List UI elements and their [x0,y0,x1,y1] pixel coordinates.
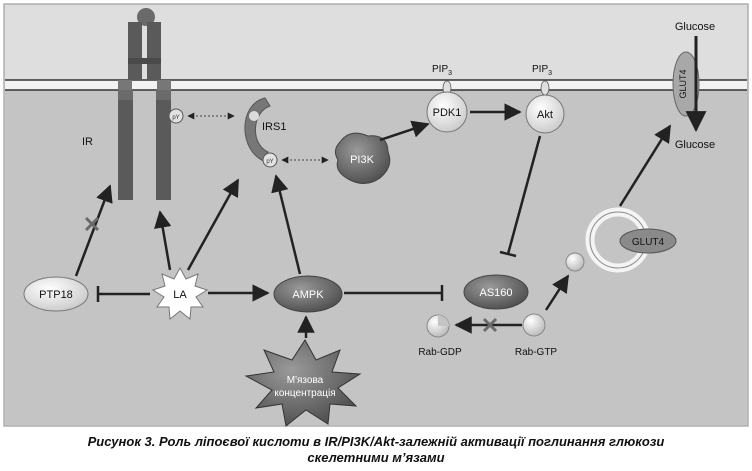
rab-on-vesicle [565,252,585,272]
glucose-top-label: Glucose [675,21,715,33]
ptp18-label: PTP18 [39,289,73,301]
la-node [151,266,209,320]
muscle-contraction-node [244,339,362,427]
pip3-right-lipid [540,80,550,96]
extracellular-space [5,5,747,83]
py-ir-label: pY [172,115,179,121]
pathway-diagram: pY IR pY IRS1 PI3K PIP3 PDK1 PIP3 Akt Gl… [3,3,749,427]
plasma-membrane [5,80,747,90]
akt-node [525,94,565,134]
as160-label: AS160 [479,287,512,299]
rab-gdp-label: Rab-GDP [418,347,462,358]
caption-line-2: скелетними м’язами [307,450,445,465]
pi3k-label: PI3K [350,154,375,166]
glut4-vesicle-protein [619,228,677,254]
akt-label: Akt [537,109,553,121]
insulin-receptor [118,8,171,200]
pip3-left-label: PIP3 [432,64,452,77]
pdk1-label: PDK1 [433,107,462,119]
irs1-label: IRS1 [262,121,286,133]
pi3k-to-pdk1-arrow [379,120,430,142]
pi3k-node [334,132,391,184]
glut4-vesicle-label: GLUT4 [632,237,665,248]
as160-node [463,274,529,310]
muscle-contraction-line2: концентрація [274,388,335,399]
figure-caption: Рисунок 3. Роль ліпоєвої кислоти в IR/PI… [0,434,752,466]
muscle-contraction-line1: М'язова [287,375,324,386]
la-to-ir-arrow [154,210,172,271]
ampk-label: AMPK [292,289,324,301]
pdk1-node [426,91,468,133]
blocked-x-ptp18 [84,216,100,232]
glucose-bottom-label: Glucose [675,139,715,151]
ptp18-node [23,276,89,312]
ptp18-to-ir-arrow [74,184,113,277]
caption-line-1: Рисунок 3. Роль ліпоєвої кислоти в IR/PI… [87,434,665,449]
la-label: LA [173,289,187,301]
ir-label: IR [82,136,93,148]
rab-gtp-node [522,313,546,337]
rabgtp-to-vesicle-arrow [544,274,570,311]
py-site-ir [168,108,184,124]
pip3-right-label: PIP3 [532,64,552,77]
vesicle-to-membrane-arrow [618,124,672,207]
ampk-node [273,275,343,313]
py-irs1-label: pY [266,159,273,165]
rab-gtp-label: Rab-GTP [515,347,558,358]
irs1-notch [249,111,259,121]
akt-inhibits-as160-line [506,135,542,255]
rab-gdp-node [426,314,450,338]
glut4-membrane-label: GLUT4 [678,69,688,98]
ampk-to-irs1-arrow [271,174,302,275]
py-site-irs1 [262,152,278,168]
blocked-x-rab [482,317,498,333]
la-to-irs1-arrow [186,178,240,271]
